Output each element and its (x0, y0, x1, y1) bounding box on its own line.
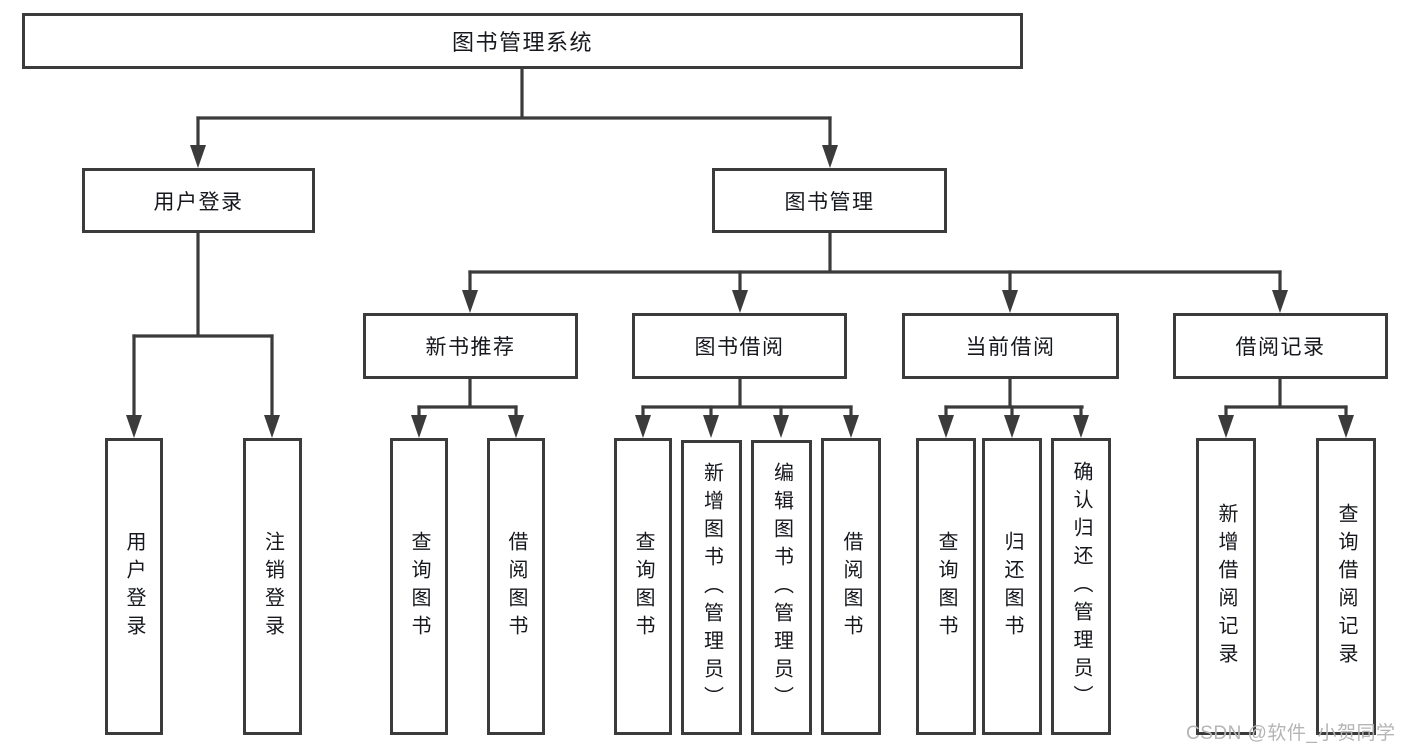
leaf-add-book-admin: 新增图书（管理员） (681, 440, 742, 735)
node-current-borrowing: 当前借阅 (902, 313, 1119, 379)
leaf-query-books-borrowing: 查询图书 (614, 438, 672, 735)
node-new-book-recommend: 新书推荐 (363, 313, 578, 379)
leaf-query-borrow-record: 查询借阅记录 (1316, 438, 1376, 735)
leaf-add-borrow-record: 新增借阅记录 (1196, 438, 1256, 735)
leaf-borrow-books-borrowing: 借阅图书 (821, 438, 881, 735)
node-library-management-system: 图书管理系统 (22, 13, 1023, 69)
node-book-management: 图书管理 (712, 168, 947, 233)
leaf-edit-book-admin: 编辑图书（管理员） (751, 440, 812, 735)
leaf-user-login: 用户登录 (105, 438, 163, 735)
leaf-borrow-books-recommend: 借阅图书 (487, 438, 545, 735)
leaf-return-book: 归还图书 (982, 438, 1042, 735)
watermark: CSDN @软件_小贺同学 (1186, 723, 1396, 744)
leaf-logout: 注销登录 (243, 438, 302, 735)
node-book-borrowing: 图书借阅 (632, 313, 847, 379)
node-user-login: 用户登录 (82, 168, 315, 233)
arrowheads (126, 145, 1354, 438)
leaf-query-books-recommend: 查询图书 (390, 438, 448, 735)
node-borrowing-records: 借阅记录 (1173, 313, 1388, 379)
leaf-query-books-current: 查询图书 (916, 438, 976, 735)
leaf-confirm-return-admin: 确认归还（管理员） (1051, 438, 1111, 735)
